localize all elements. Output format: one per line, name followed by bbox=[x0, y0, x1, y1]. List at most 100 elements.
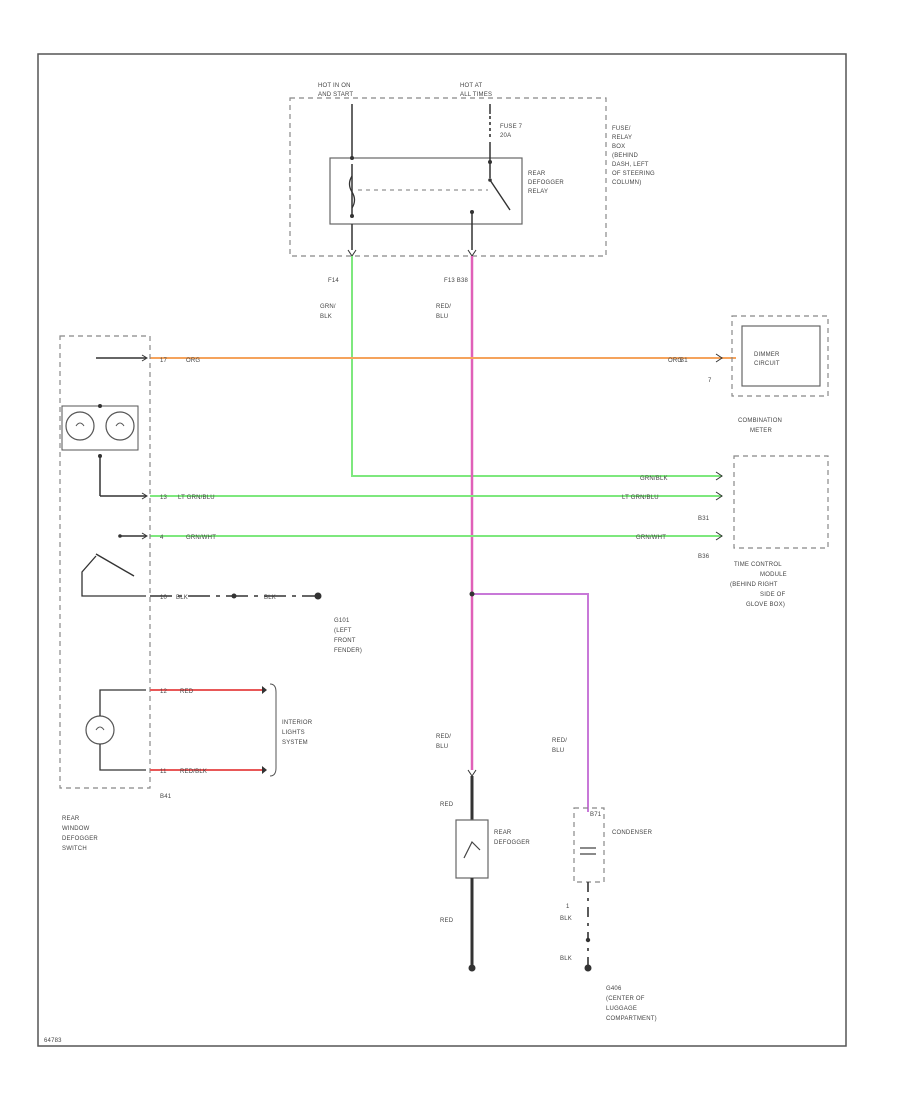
pin-13-label: 13 bbox=[160, 495, 168, 501]
right-connectors bbox=[715, 353, 723, 541]
svg-text:LUGGAGE: LUGGAGE bbox=[606, 1006, 637, 1012]
svg-text:(LEFT: (LEFT bbox=[334, 628, 352, 634]
wire-grn-blk-vertical-label: GRN/ BLK bbox=[320, 304, 336, 320]
svg-text:REAR: REAR bbox=[528, 171, 546, 177]
svg-text:DEFOGGER: DEFOGGER bbox=[528, 180, 564, 186]
relay-coil-icon bbox=[348, 175, 356, 209]
combination-meter-outline bbox=[731, 315, 829, 397]
time-control-module-label: TIME CONTROL MODULE (BEHIND RIGHT SIDE O… bbox=[730, 562, 787, 608]
svg-text:ALL TIMES: ALL TIMES bbox=[460, 92, 492, 98]
wire-red-blu-vertical-label: RED/ BLU bbox=[436, 304, 451, 320]
wire-blk-label: BLK bbox=[176, 595, 188, 601]
wire-red-blu-condenser-branch bbox=[472, 593, 589, 812]
condenser-splice bbox=[585, 937, 591, 943]
wire-grn-wht-right-label: GRN/WHT bbox=[636, 535, 666, 541]
interior-lights-connector-bottom bbox=[262, 766, 267, 774]
svg-text:MODULE: MODULE bbox=[760, 572, 787, 578]
svg-text:BLU: BLU bbox=[552, 748, 564, 754]
splice-point bbox=[469, 591, 475, 597]
switch-contact-icon bbox=[95, 553, 135, 577]
condenser-icon bbox=[580, 847, 596, 855]
ground-g101-label: G101 (LEFT FRONT FENDER) bbox=[334, 618, 362, 654]
defogger-switch-outline bbox=[59, 335, 151, 789]
pin-12-label: 12 bbox=[160, 689, 168, 695]
wire-org-label: ORG bbox=[186, 358, 200, 364]
svg-text:SWITCH: SWITCH bbox=[62, 846, 87, 852]
switch-connector-4 bbox=[141, 532, 148, 540]
switch-ground-internal bbox=[81, 555, 146, 597]
svg-text:BLU: BLU bbox=[436, 744, 448, 750]
ground-g406-label: G406 (CENTER OF LUGGAGE COMPARTMENT) bbox=[606, 986, 657, 1022]
pin-4-label: 4 bbox=[160, 535, 164, 541]
pin-17-label: 17 bbox=[160, 358, 168, 364]
svg-text:RED/: RED/ bbox=[436, 734, 451, 740]
svg-text:HOT AT: HOT AT bbox=[460, 83, 482, 89]
lamp-to-12-wire bbox=[99, 689, 146, 716]
wire-grn-blk-right-label: GRN/BLK bbox=[640, 476, 668, 482]
relay-contact-switch-icon bbox=[489, 179, 511, 211]
hot-all-times-label: HOT AT ALL TIMES bbox=[460, 83, 492, 98]
defogger-ground-icon bbox=[468, 964, 476, 972]
svg-text:METER: METER bbox=[750, 428, 772, 434]
pin-b41-label: B41 bbox=[160, 794, 172, 800]
wire-red-top-label: RED bbox=[440, 802, 454, 808]
svg-text:FUSE/: FUSE/ bbox=[612, 126, 631, 132]
svg-text:CIRCUIT: CIRCUIT bbox=[754, 361, 780, 367]
condenser-label: CONDENSER bbox=[612, 830, 653, 836]
hot-run-start-label: HOT IN ON AND START bbox=[318, 83, 353, 98]
svg-text:RED/: RED/ bbox=[436, 304, 451, 310]
relay-terminal-top-left bbox=[350, 156, 354, 160]
wire-org-right-label: ORG bbox=[668, 358, 682, 364]
ground-splice bbox=[231, 593, 237, 599]
svg-text:REAR: REAR bbox=[494, 830, 512, 836]
svg-text:(BEHIND: (BEHIND bbox=[612, 153, 639, 159]
fuse-relay-box-label: FUSE/ RELAY BOX (BEHIND DASH, LEFT OF ST… bbox=[612, 126, 655, 186]
switch-illumination-lamp bbox=[85, 715, 115, 745]
dimmer-circuit-box bbox=[741, 325, 821, 387]
wire-grn-blk bbox=[351, 256, 722, 477]
interior-lights-connector-top bbox=[262, 686, 267, 694]
pin-f14-label: F14 bbox=[328, 278, 339, 284]
defogger-connector bbox=[467, 769, 477, 777]
wire-lt-grn-blu-right-label: LT GRN/BLU bbox=[622, 495, 659, 501]
svg-text:GLOVE BOX): GLOVE BOX) bbox=[746, 602, 785, 608]
pin-b1-label: B1 bbox=[680, 358, 688, 364]
pin-b31-label: B31 bbox=[698, 516, 710, 522]
svg-text:HOT IN ON: HOT IN ON bbox=[318, 83, 351, 89]
combination-meter-label: COMBINATION METER bbox=[738, 418, 782, 434]
svg-text:FRONT: FRONT bbox=[334, 638, 356, 644]
svg-text:REAR: REAR bbox=[62, 816, 80, 822]
time-control-module-outline bbox=[733, 455, 829, 549]
pin-10-label: 10 bbox=[160, 595, 168, 601]
rear-defogger-relay-label: REAR DEFOGGER RELAY bbox=[528, 171, 564, 195]
dimmer-circuit-label: DIMMER CIRCUIT bbox=[754, 352, 780, 367]
fuse-7-label: FUSE 7 20A bbox=[500, 124, 522, 139]
wire-red-blu-condenser-label: RED/ BLU bbox=[552, 738, 567, 754]
pin-f13-label: F13 B38 bbox=[444, 278, 469, 284]
rear-defogger-element bbox=[455, 819, 489, 879]
switch-indicator-lamps bbox=[61, 404, 139, 458]
svg-text:DEFOGGER: DEFOGGER bbox=[494, 840, 530, 846]
wire-red-blk-label: RED/BLK bbox=[180, 769, 207, 775]
svg-text:G406: G406 bbox=[606, 986, 622, 992]
switch-contact-point bbox=[118, 534, 122, 538]
pin-b36-label: B36 bbox=[698, 554, 710, 560]
condenser-ground-icon bbox=[584, 964, 592, 972]
fuse-relay-box-outline bbox=[289, 97, 607, 257]
lamp-to-11-wire bbox=[99, 744, 146, 771]
rear-defogger-relay-box bbox=[329, 157, 523, 225]
relay-terminal-bottom-left bbox=[350, 214, 354, 218]
switch-connector-17 bbox=[141, 354, 148, 362]
connector-f14 bbox=[347, 249, 357, 257]
svg-text:RED/: RED/ bbox=[552, 738, 567, 744]
pin-7-label: 7 bbox=[708, 378, 712, 384]
svg-text:COMBINATION: COMBINATION bbox=[738, 418, 782, 424]
condenser-outline bbox=[573, 807, 605, 883]
svg-text:BLK: BLK bbox=[320, 314, 332, 320]
connector-f13 bbox=[467, 249, 477, 257]
svg-text:(CENTER OF: (CENTER OF bbox=[606, 996, 645, 1002]
svg-text:SYSTEM: SYSTEM bbox=[282, 740, 308, 746]
pin-11-label: 11 bbox=[160, 769, 167, 775]
wire-blk2-label: BLK bbox=[264, 595, 276, 601]
svg-text:RELAY: RELAY bbox=[528, 189, 548, 195]
